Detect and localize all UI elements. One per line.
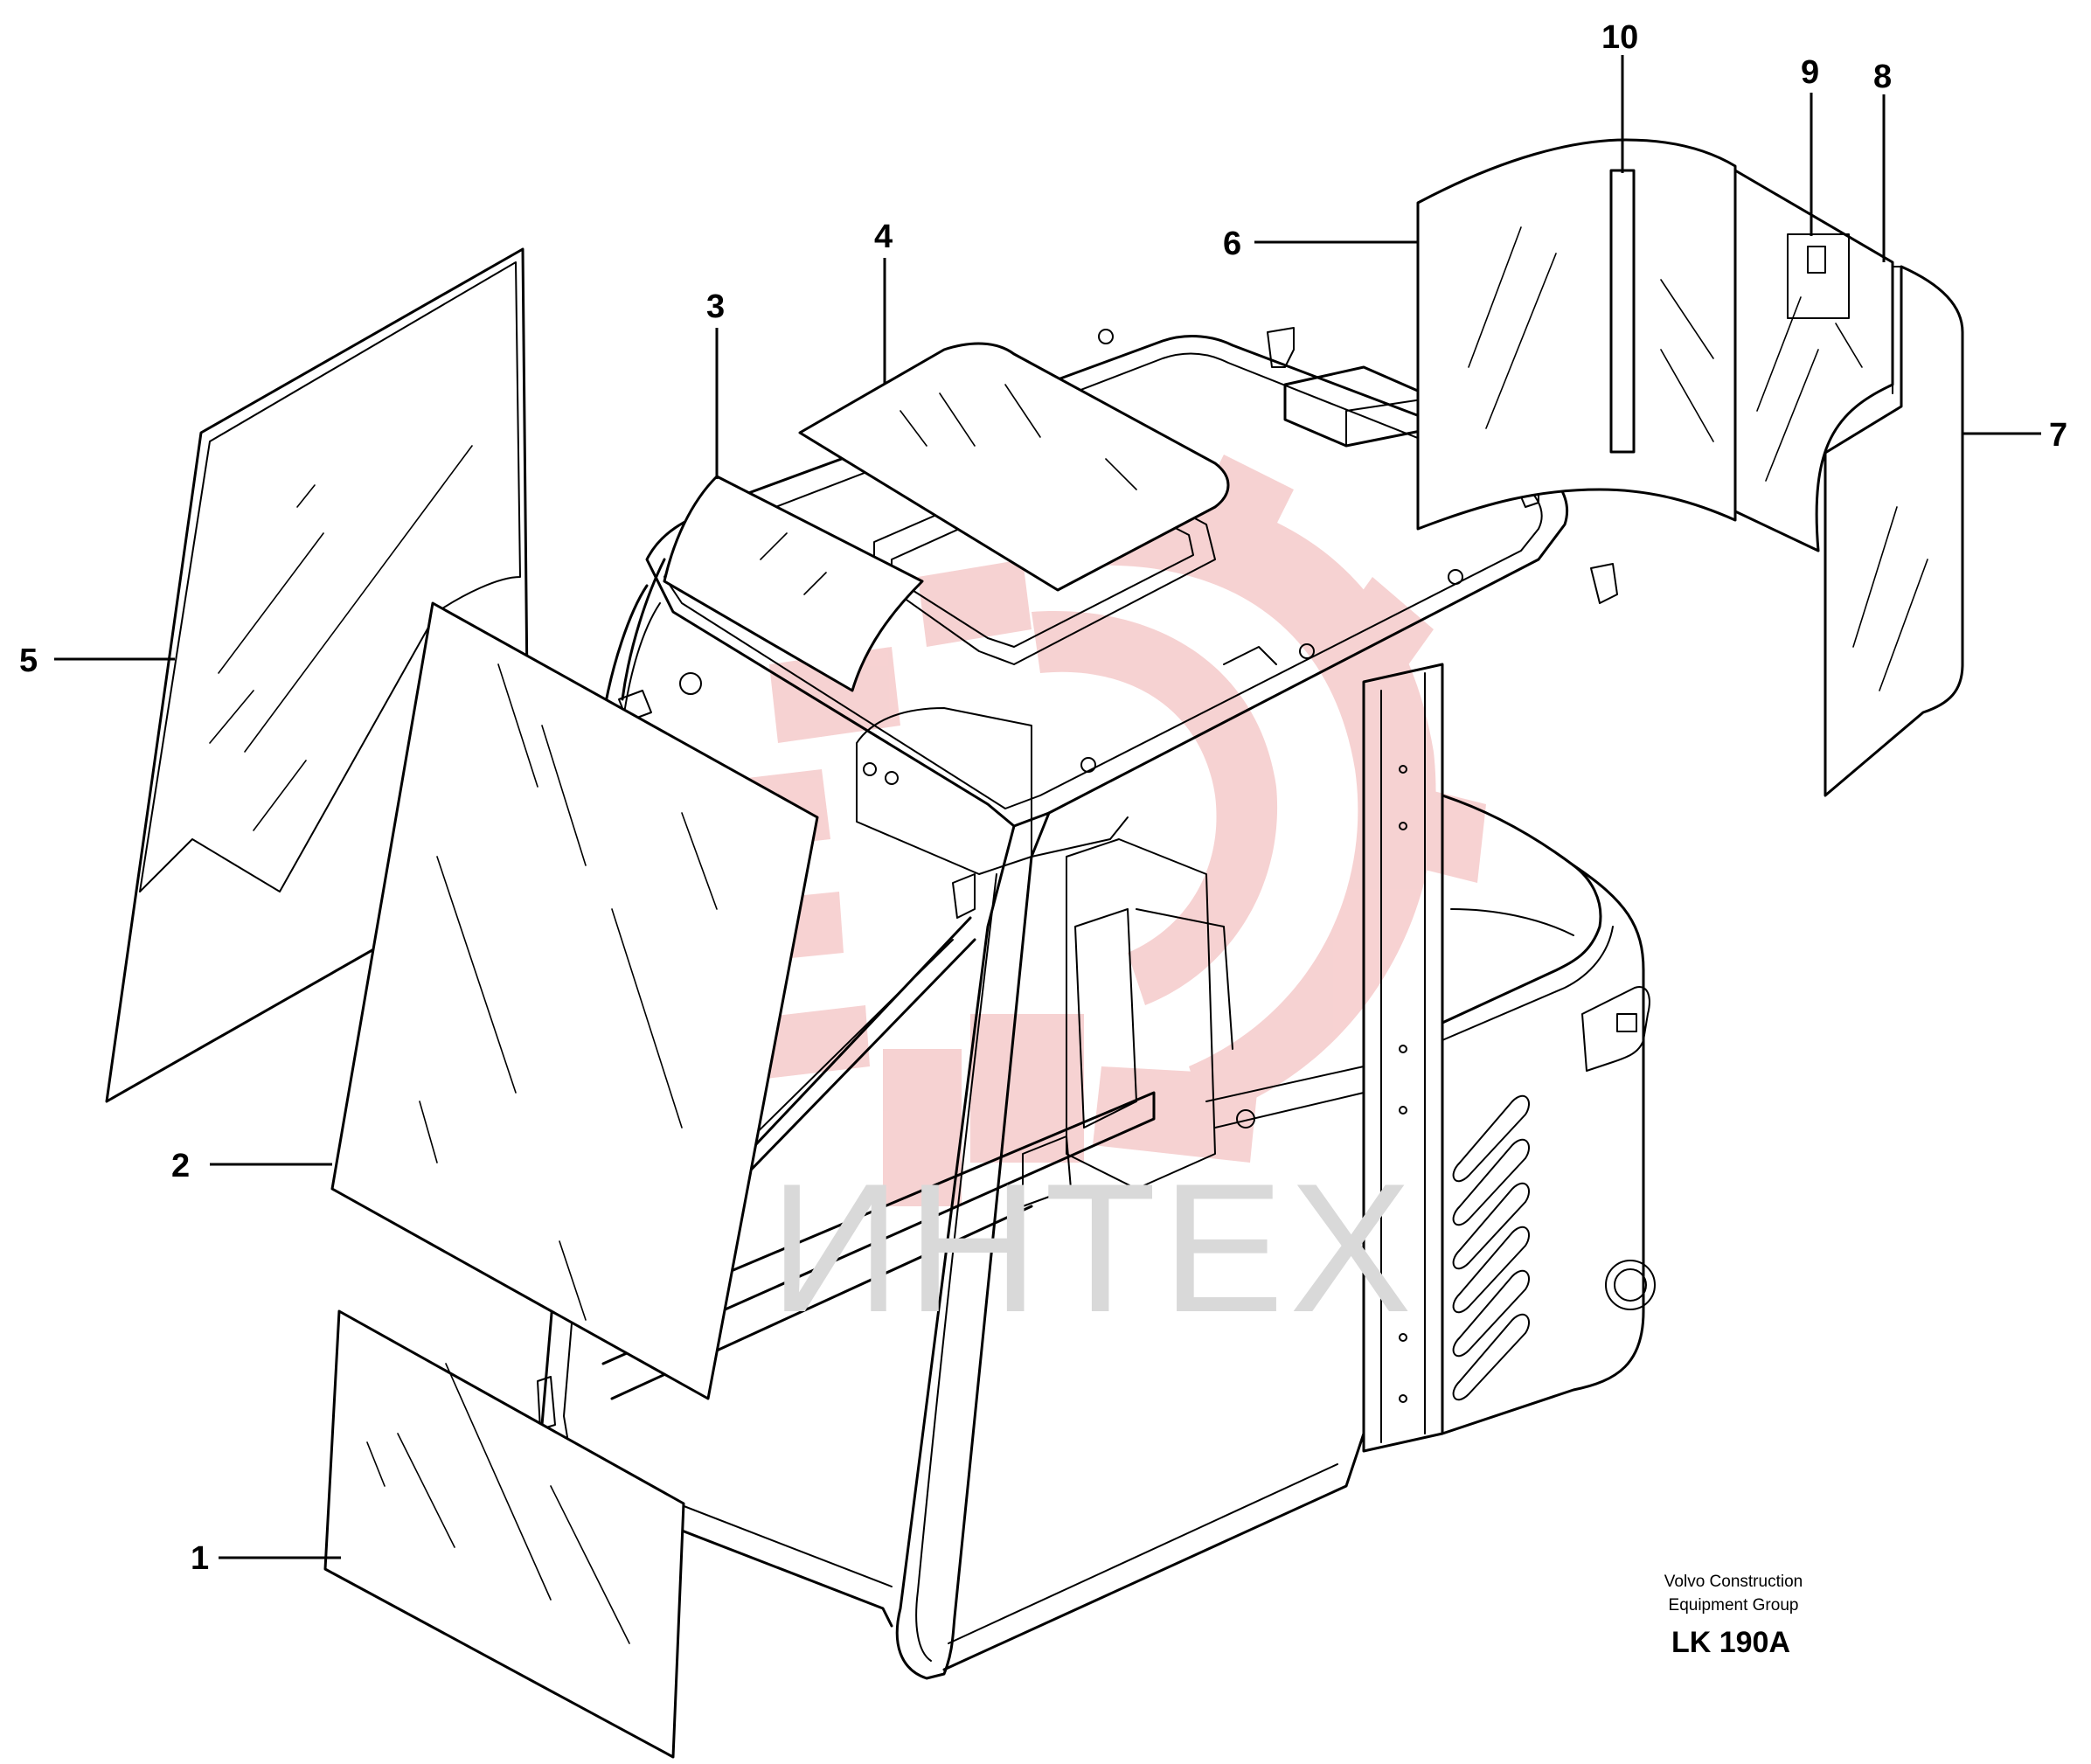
glass-part-7 — [1824, 265, 1964, 797]
part-label-10: 10 — [1601, 19, 1638, 56]
footer-drawing-code: LK 190A — [1671, 1626, 1790, 1659]
glass-part-1 — [323, 1309, 685, 1759]
footer-company-line2: Equipment Group — [1669, 1596, 1799, 1615]
glass-part-2 — [330, 601, 819, 1400]
part-label-9: 9 — [1801, 54, 1819, 91]
glass-part-4 — [798, 342, 1230, 592]
part-label-7: 7 — [2049, 417, 2067, 454]
footer-company-line1: Volvo Construction — [1664, 1573, 1803, 1591]
side-vents — [1452, 1094, 1530, 1401]
part-label-8: 8 — [1873, 59, 1892, 95]
footer: Volvo Construction Equipment Group LK 19… — [1664, 1573, 1803, 1659]
part-label-6: 6 — [1223, 226, 1241, 262]
watermark-text: ИНТЕХ — [769, 1145, 1417, 1351]
glass-part-8 — [1733, 169, 1894, 552]
part-labels: 1 2 3 4 5 6 7 8 9 10 — [19, 19, 2067, 1577]
glass-part-6 — [1416, 138, 1737, 531]
part-label-4: 4 — [874, 219, 893, 255]
part-label-5: 5 — [19, 642, 38, 679]
part-label-3: 3 — [706, 288, 725, 325]
leader-lines — [54, 55, 2041, 1559]
glass-part-3 — [663, 475, 924, 692]
part-label-2: 2 — [171, 1148, 190, 1184]
part-label-1: 1 — [191, 1540, 209, 1577]
